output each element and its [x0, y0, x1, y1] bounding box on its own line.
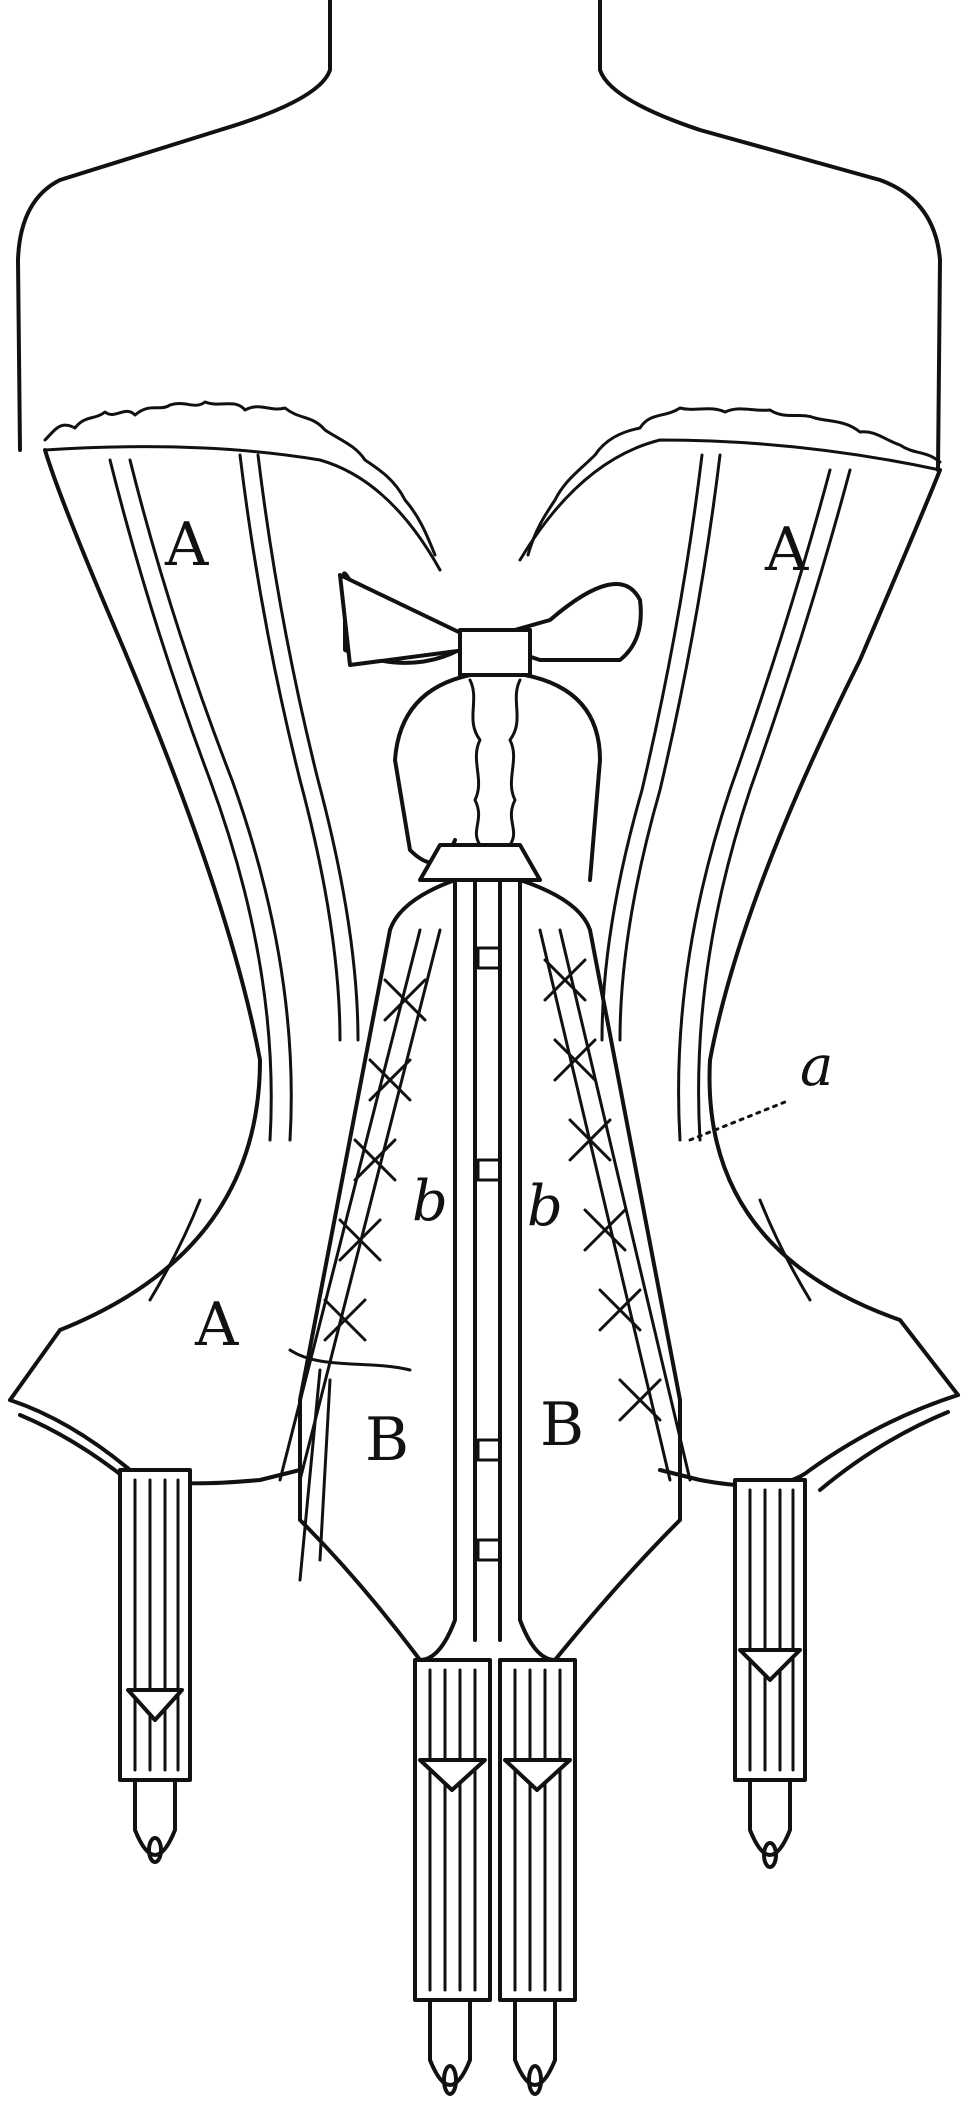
- garter-center-left: [413, 1658, 492, 2096]
- front-panel: [298, 843, 682, 1662]
- label-a-left-bottom: A: [194, 1290, 239, 1360]
- garter-right: [733, 1478, 807, 1869]
- label-lace-b-left: b: [412, 1169, 448, 1234]
- lacing-left: [278, 928, 442, 1582]
- label-b-left: B: [365, 1405, 409, 1475]
- lacing-right: [538, 928, 692, 1482]
- label-pointer-a: a: [800, 1034, 833, 1099]
- garter-left: [118, 1468, 192, 1864]
- label-b-right: B: [540, 1390, 584, 1460]
- dress-form: [16, 0, 942, 472]
- label-lace-b-right: b: [527, 1174, 563, 1239]
- pointer-line-a: [688, 1098, 792, 1142]
- garter-center-right: [498, 1658, 577, 2096]
- bow: [338, 571, 643, 882]
- corset-body: [8, 400, 960, 1492]
- boning-left: [108, 453, 360, 1302]
- boning-right: [600, 453, 852, 1302]
- label-a-right-top: A: [764, 515, 809, 585]
- label-a-left-top: A: [164, 510, 209, 580]
